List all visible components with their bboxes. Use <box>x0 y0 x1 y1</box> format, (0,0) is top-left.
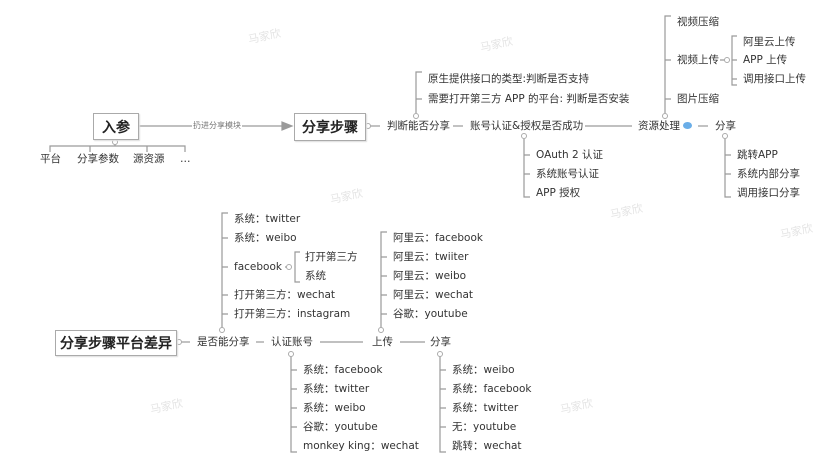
list-item[interactable]: 系统：weibo <box>452 364 515 376</box>
node-share[interactable]: 分享 <box>715 120 736 132</box>
list-item[interactable]: 谷歌：youtube <box>303 421 378 433</box>
list-item[interactable]: 跳转：wechat <box>452 440 522 452</box>
list-item[interactable]: 打开第三方：wechat <box>234 289 336 301</box>
node-api-share[interactable]: 调用接口分享 <box>737 187 800 199</box>
list-item[interactable]: 阿里云：facebook <box>393 232 483 244</box>
node-more[interactable]: … <box>180 153 191 165</box>
node-jump-app[interactable]: 跳转APP <box>737 149 778 161</box>
node-system-auth[interactable]: 系统账号认证 <box>536 168 599 180</box>
node-check-shareable[interactable]: 判断能否分享 <box>387 120 450 132</box>
node-upload[interactable]: 上传 <box>372 336 393 348</box>
list-item[interactable]: 系统 <box>305 270 326 282</box>
root-node-input-params[interactable]: 入参 <box>93 113 139 140</box>
node-platform[interactable]: 平台 <box>40 153 61 165</box>
list-item[interactable]: 系统：facebook <box>452 383 532 395</box>
node-app-auth[interactable]: APP 授权 <box>536 187 581 199</box>
node-api-upload[interactable]: 调用接口上传 <box>743 73 806 85</box>
list-item[interactable]: 阿里云：wechat <box>393 289 474 301</box>
list-item[interactable]: 无：youtube <box>452 421 517 433</box>
node-aliyun-upload[interactable]: 阿里云上传 <box>743 36 796 48</box>
list-item[interactable]: 系统：facebook <box>303 364 383 376</box>
edge-label: 扔进分享模块 <box>192 121 242 131</box>
node-platform-differences[interactable]: 分享步骤平台差异 <box>55 330 177 356</box>
list-item[interactable]: 谷歌：youtube <box>393 308 468 320</box>
node-native-check[interactable]: 原生提供接口的类型:判断是否支持 <box>428 73 590 85</box>
node-auth[interactable]: 账号认证&授权是否成功 <box>470 120 584 132</box>
node-video-compress[interactable]: 视频压缩 <box>677 16 719 28</box>
node-share-2[interactable]: 分享 <box>430 336 451 348</box>
list-item[interactable]: 系统：weibo <box>234 232 297 244</box>
list-item[interactable]: 系统：weibo <box>303 402 366 414</box>
list-item[interactable]: 阿里云：twiiter <box>393 251 469 263</box>
list-item[interactable]: 打开第三方 <box>305 251 358 263</box>
node-app-upload[interactable]: APP 上传 <box>743 54 788 66</box>
list-item[interactable]: monkey king：wechat <box>303 440 419 452</box>
list-item[interactable]: 打开第三方：instagram <box>234 308 351 320</box>
node-can-share[interactable]: 是否能分享 <box>197 336 250 348</box>
node-source[interactable]: 源资源 <box>133 153 165 165</box>
comment-icon[interactable] <box>683 122 692 129</box>
node-share-steps[interactable]: 分享步骤 <box>294 113 366 141</box>
node-third-party-check[interactable]: 需要打开第三方 APP 的平台: 判断是否安装 <box>428 93 630 105</box>
list-item[interactable]: 系统：twitter <box>452 402 519 414</box>
list-item[interactable]: facebook <box>234 261 282 273</box>
node-video-upload[interactable]: 视频上传 <box>677 54 719 66</box>
node-resource-processing[interactable]: 资源处理 <box>638 120 680 132</box>
list-item[interactable]: 阿里云：weibo <box>393 270 467 282</box>
list-item[interactable]: 系统：twitter <box>303 383 370 395</box>
node-image-compress[interactable]: 图片压缩 <box>677 93 719 105</box>
node-auth-account[interactable]: 认证账号 <box>271 336 313 348</box>
node-share-params[interactable]: 分享参数 <box>77 153 119 165</box>
list-item[interactable]: 系统：twitter <box>234 213 301 225</box>
node-oauth[interactable]: OAuth 2 认证 <box>536 149 604 161</box>
node-system-share[interactable]: 系统内部分享 <box>737 168 800 180</box>
